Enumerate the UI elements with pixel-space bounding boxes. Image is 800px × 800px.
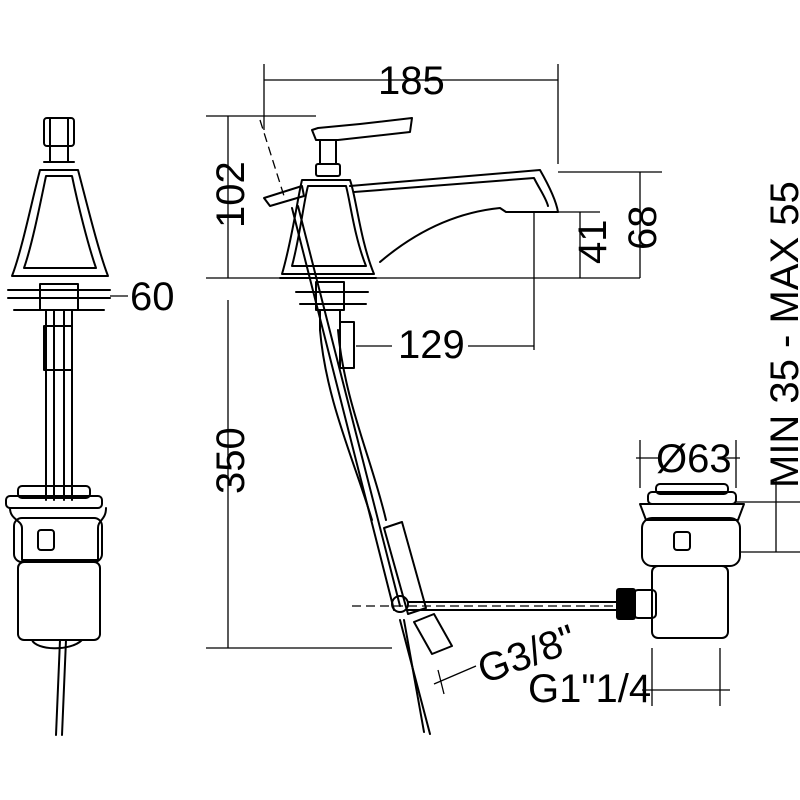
mixer-body xyxy=(281,169,559,275)
side-view: 60 xyxy=(5,117,175,736)
dim-68-label: 68 xyxy=(621,206,665,251)
waste-assembly xyxy=(616,483,745,639)
dim-185-label: 185 xyxy=(378,59,445,103)
side-view-handle xyxy=(43,117,75,163)
side-view-body xyxy=(11,161,109,277)
side-view-waste xyxy=(5,485,107,736)
lever-handle xyxy=(311,117,413,177)
dim-129-label: 129 xyxy=(398,323,465,367)
spout xyxy=(349,169,559,263)
dim-60-label: 60 xyxy=(130,275,175,319)
front-view xyxy=(263,117,621,735)
dimension-lines xyxy=(206,64,800,706)
dim-deck-range-label: MIN 35 - MAX 55 xyxy=(763,181,800,488)
dim-diameter-label: Ø63 xyxy=(656,437,732,481)
dim-102-label: 102 xyxy=(209,161,253,228)
dim-g114-label: G1"1/4 xyxy=(528,667,651,711)
dim-41-label: 41 xyxy=(571,220,615,265)
dim-350-label: 350 xyxy=(209,427,253,494)
